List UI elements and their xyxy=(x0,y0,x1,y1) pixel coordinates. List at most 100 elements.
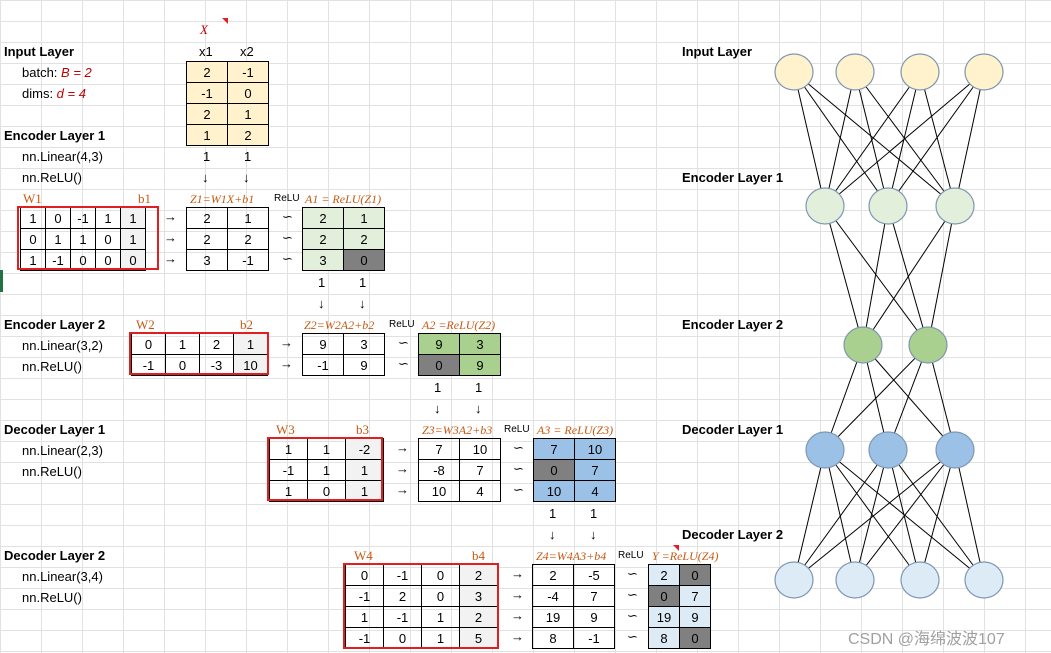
relu-label-3: ReLU xyxy=(504,424,530,435)
network-edge xyxy=(854,449,956,581)
arrow-right: → xyxy=(280,335,293,350)
encoder-layer-1-label: Encoder Layer 1 xyxy=(4,128,106,143)
arrow-right: → xyxy=(164,251,177,266)
dec2-linear-label: nn.Linear(3,4) xyxy=(22,569,103,584)
row-marker xyxy=(0,270,3,292)
a2-matrix-cell: 9 xyxy=(459,354,501,376)
bias-one: 1 xyxy=(475,380,483,395)
header-z2: Z2=W2A2+b2 xyxy=(304,318,375,332)
arrow-right: → xyxy=(511,629,524,644)
enc1-linear-label: nn.Linear(4,3) xyxy=(22,149,103,164)
network-edge xyxy=(862,344,956,451)
net-label-input-layer: Input Layer xyxy=(682,44,753,59)
network-node xyxy=(935,187,975,225)
header-b1: b1 xyxy=(138,191,151,206)
y-matrix-cell: 7 xyxy=(679,585,711,607)
network-edge xyxy=(824,71,985,207)
dec1-relu-label: nn.ReLU() xyxy=(22,464,82,479)
network-node xyxy=(774,53,814,91)
network-edge xyxy=(824,344,929,451)
x-title: X xyxy=(200,22,208,37)
bias-one: 1 xyxy=(359,275,367,290)
relu-label-4: ReLU xyxy=(618,550,644,561)
net-label-decoder-layer-2: Decoder Layer 2 xyxy=(682,527,784,542)
approx-sign: ∽ xyxy=(282,230,293,245)
dec2-relu-label: nn.ReLU() xyxy=(22,590,82,605)
network-node xyxy=(964,53,1004,91)
w2-matrix-cell: 10 xyxy=(233,354,268,376)
arrow-down: ↓ xyxy=(549,527,556,542)
z4-matrix-cell: -1 xyxy=(573,627,615,649)
header-w4: W4 xyxy=(354,548,373,563)
arrow-right: → xyxy=(280,356,293,371)
col-header-x2: x2 xyxy=(240,44,254,59)
arrow-down: ↓ xyxy=(475,401,482,416)
comment-marker xyxy=(673,545,679,551)
dec1-linear-label: nn.Linear(2,3) xyxy=(22,443,103,458)
arrow-down: ↓ xyxy=(359,296,366,311)
arrow-right: → xyxy=(396,461,409,476)
arrow-right: → xyxy=(511,608,524,623)
relu-label-1: ReLU xyxy=(274,193,300,204)
w1-outline xyxy=(17,206,159,270)
z3-matrix-cell: 4 xyxy=(459,480,501,502)
network-node xyxy=(843,326,883,364)
watermark: CSDN @海绵波波107 xyxy=(848,631,1005,648)
network-node xyxy=(805,431,845,469)
enc2-relu-label: nn.ReLU() xyxy=(22,359,82,374)
col-header-x1: x1 xyxy=(199,44,213,59)
w4-outline xyxy=(343,563,499,649)
input-layer-label: Input Layer xyxy=(4,44,75,59)
a3-matrix-cell: 10 xyxy=(533,480,575,502)
net-label-encoder-layer-1: Encoder Layer 1 xyxy=(682,170,784,185)
network-node xyxy=(835,53,875,91)
net-label-decoder-layer-1: Decoder Layer 1 xyxy=(682,422,784,437)
approx-sign: ∽ xyxy=(398,335,409,350)
approx-sign: ∽ xyxy=(282,209,293,224)
header-b3: b3 xyxy=(356,422,369,437)
network-edge xyxy=(887,205,929,346)
network-node xyxy=(900,53,940,91)
header-a1: A1 = ReLU(Z1) xyxy=(305,192,382,206)
comment-marker xyxy=(222,18,228,24)
bias-one: 1 xyxy=(434,380,442,395)
z1-matrix-cell: -1 xyxy=(227,249,269,271)
network-edge xyxy=(793,71,889,207)
network-edge xyxy=(954,71,985,207)
arrow-right: → xyxy=(396,482,409,497)
network-node xyxy=(868,187,908,225)
arrow-down: ↓ xyxy=(590,527,597,542)
network-edge xyxy=(927,205,956,346)
network-edge xyxy=(954,449,985,581)
decoder-layer-2-label: Decoder Layer 2 xyxy=(4,548,106,563)
arrow-down: ↓ xyxy=(434,401,441,416)
header-b4: b4 xyxy=(472,548,485,563)
network-edge xyxy=(862,205,889,346)
network-edge xyxy=(824,449,856,581)
enc1-relu-label: nn.ReLU() xyxy=(22,170,82,185)
x-matrix-cell: 1 xyxy=(186,124,228,146)
network-edge xyxy=(793,449,889,581)
y-matrix-cell: 19 xyxy=(648,606,680,628)
w1-matrix-cell: 0 xyxy=(120,249,146,271)
network-node xyxy=(935,431,975,469)
network-node xyxy=(774,561,814,599)
arrow-down: ↓ xyxy=(318,296,325,311)
arrow-right: → xyxy=(164,209,177,224)
network-edge xyxy=(824,449,921,581)
header-z4: Z4=W4A3+b4 xyxy=(536,549,607,563)
header-w1: W1 xyxy=(23,191,42,206)
arrow-down: ↓ xyxy=(202,170,209,185)
network-edge xyxy=(824,205,864,346)
w3-matrix-cell: 1 xyxy=(345,480,384,502)
network-edge xyxy=(919,449,956,581)
bias-one: 1 xyxy=(549,506,557,521)
header-z1: Z1=W1X+b1 xyxy=(190,192,255,206)
approx-sign: ∽ xyxy=(627,629,638,644)
z2-matrix-cell: 9 xyxy=(343,354,385,376)
x-matrix-cell: 0 xyxy=(227,82,269,104)
net-label-encoder-layer-2: Encoder Layer 2 xyxy=(682,317,784,332)
network-node xyxy=(835,561,875,599)
w2-outline xyxy=(129,332,269,375)
